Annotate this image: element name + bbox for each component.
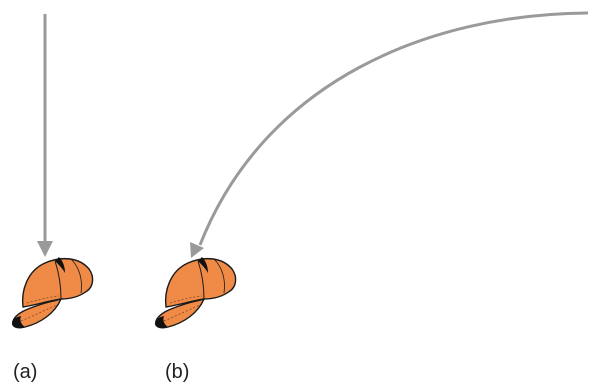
panel-label-b: (b) — [165, 361, 190, 383]
straight-down-arrow — [37, 14, 53, 257]
baseball-cap-icon — [154, 256, 237, 329]
baseball-cap-icon — [11, 256, 94, 329]
curved-arrow — [190, 11, 589, 258]
panel-label-a: (a) — [13, 361, 38, 383]
